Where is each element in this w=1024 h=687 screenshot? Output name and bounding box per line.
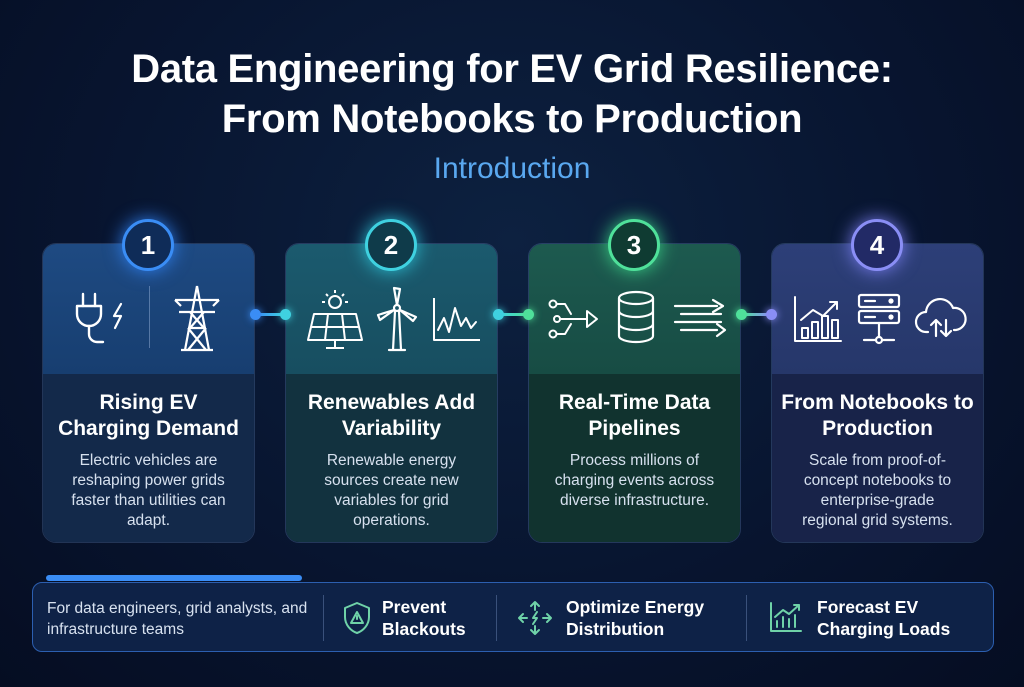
footer-separator: [323, 595, 324, 641]
connector-dot: [766, 309, 777, 320]
connector-2-3: [498, 313, 528, 316]
footer-separator: [496, 595, 497, 641]
step-description: Renewable energy sources create new vari…: [324, 452, 459, 529]
connector-dot: [280, 309, 291, 320]
benefit-prevent-blackouts: Prevent Blackouts: [382, 597, 466, 639]
step-card-1: Rising EV Charging Demand Electric vehic…: [42, 243, 255, 543]
step-card-2-body: Renewables Add Variability Renewable ene…: [286, 374, 497, 542]
connector-dot: [736, 309, 747, 320]
pipeline-flow-icon: [548, 299, 598, 339]
step-title: Renewables Add Variability: [307, 391, 476, 440]
growth-chart-icon: [794, 296, 842, 342]
footer-banner: For data engineers, grid analysts, and i…: [32, 582, 994, 652]
variability-chart-icon: [433, 298, 480, 341]
streaming-arrows-icon: [673, 298, 727, 338]
step-description: Process millions of charging events acro…: [554, 452, 715, 509]
cloud-sync-icon: [914, 298, 967, 338]
connector-1-2: [255, 313, 285, 316]
icon-divider: [149, 286, 150, 348]
step-description: Electric vehicles are reshaping power gr…: [71, 452, 226, 529]
wind-turbine-icon: [376, 286, 418, 352]
step-title: Real-Time Data Pipelines: [558, 391, 711, 440]
step-badge-1: 1: [122, 219, 174, 271]
step-card-4-body: From Notebooks to Production Scale from …: [772, 374, 983, 542]
power-tower-icon: [174, 285, 220, 352]
server-rack-icon: [857, 293, 901, 345]
step-card-3-body: Real-Time Data Pipelines Process million…: [529, 374, 740, 542]
benefit-forecast-loads: Forecast EV Charging Loads: [817, 597, 951, 639]
database-icon: [617, 290, 655, 344]
step-badge-3: 3: [608, 219, 660, 271]
step-title: Rising EV Charging Demand: [58, 391, 239, 440]
step-card-2: Renewables Add Variability Renewable ene…: [285, 243, 498, 543]
footer-accent-bar: [46, 575, 302, 581]
benefit-optimize-distribution: Optimize Energy Distribution: [566, 597, 705, 639]
connector-3-4: [741, 313, 771, 316]
step-description: Scale from proof-of-concept notebooks to…: [802, 452, 953, 529]
solar-panel-icon: [307, 290, 363, 349]
ev-plug-icon: [75, 292, 123, 344]
growth-chart-icon: [770, 602, 802, 632]
step-card-2-icons: [286, 244, 497, 374]
step-title: From Notebooks to Production: [781, 391, 974, 440]
connector-dot: [493, 309, 504, 320]
step-card-1-body: Rising EV Charging Demand Electric vehic…: [43, 374, 254, 542]
footer-separator: [746, 595, 747, 641]
shield-alert-icon: [344, 602, 370, 634]
step-badge-2: 2: [365, 219, 417, 271]
step-badge-4: 4: [851, 219, 903, 271]
page-title: Data Engineering for EV Grid Resilience:…: [0, 44, 1024, 144]
title-line-2: From Notebooks to Production: [221, 97, 803, 141]
step-card-3: Real-Time Data Pipelines Process million…: [528, 243, 741, 543]
step-card-4: From Notebooks to Production Scale from …: [771, 243, 984, 543]
title-line-1: Data Engineering for EV Grid Resilience:: [131, 47, 893, 91]
page-subtitle: Introduction: [433, 152, 591, 185]
connector-dot: [250, 309, 261, 320]
distribution-arrows-icon: [518, 601, 552, 635]
connector-dot: [523, 309, 534, 320]
audience-text: For data engineers, grid analysts, and i…: [47, 600, 308, 638]
